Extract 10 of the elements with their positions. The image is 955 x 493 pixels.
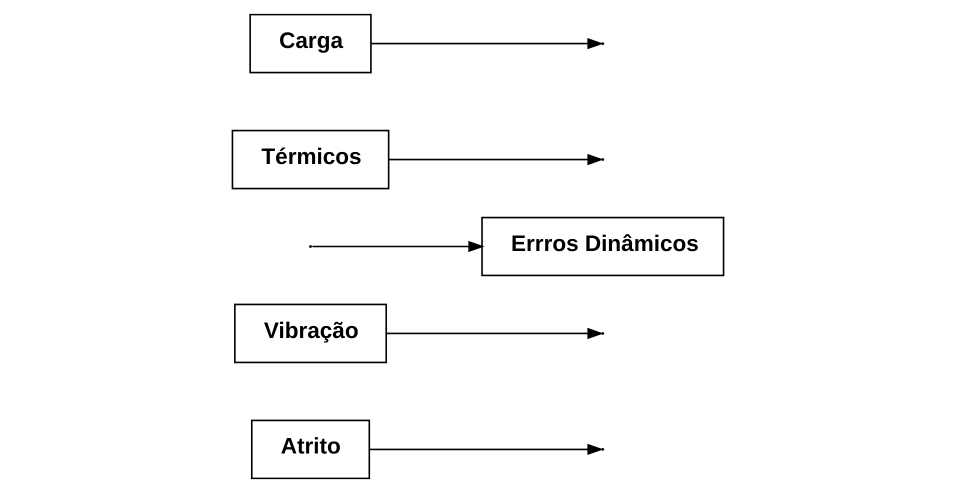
arrow: [312, 240, 484, 252]
arrow: [370, 38, 603, 50]
arrow: [369, 444, 603, 456]
node-box: Vibração: [234, 304, 387, 364]
node-box: Errros Dinâmicos: [480, 216, 724, 276]
arrow: [386, 328, 604, 340]
arrow: [388, 154, 604, 166]
node-box: Atrito: [250, 420, 370, 480]
node-box: Térmicos: [231, 130, 389, 190]
node-box: Carga: [248, 14, 372, 74]
